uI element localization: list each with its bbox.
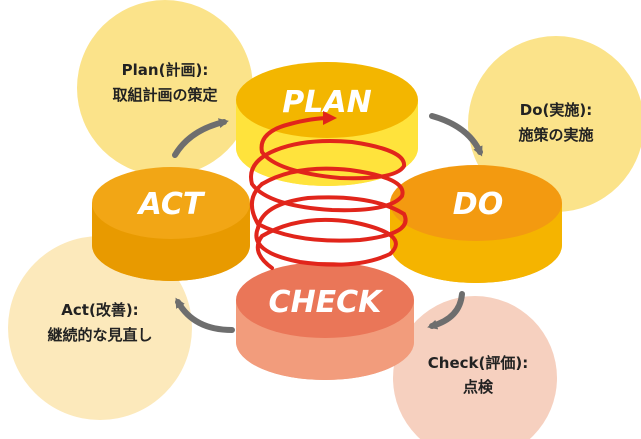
act-label: ACT	[137, 187, 206, 222]
do-disc: DO	[390, 165, 562, 283]
do-bubble-desc: 施策の実施	[518, 126, 593, 144]
do-label: DO	[453, 187, 503, 222]
check-bubble-title: Check(評価):	[428, 354, 528, 372]
act-bubble-title: Act(改善):	[61, 301, 138, 319]
cycle-arrows	[172, 113, 483, 333]
act-bubble-desc: 継続的な見直し	[47, 326, 152, 344]
plan-bubble-title: Plan(計画):	[122, 61, 209, 79]
arrow-check-to-act	[175, 297, 235, 333]
check-bubble-desc: 点検	[463, 378, 494, 396]
red-spiral	[249, 111, 408, 270]
check-bubble: Check(評価): 点検	[393, 296, 557, 439]
plan-bubble: Plan(計画): 取組計画の策定	[77, 0, 253, 176]
do-bubble-title: Do(実施):	[520, 101, 592, 119]
plan-label: PLAN	[282, 85, 371, 120]
check-label: CHECK	[269, 285, 385, 320]
plan-bubble-desc: 取組計画の策定	[112, 86, 217, 104]
arrow-do-to-check	[427, 291, 465, 330]
act-disc: ACT	[92, 167, 250, 281]
check-disc: CHECK	[236, 262, 414, 380]
act-bubble: Act(改善): 継続的な見直し	[8, 236, 192, 420]
do-bubble: Do(実施): 施策の実施	[468, 36, 641, 212]
arrow-plan-to-do	[429, 113, 483, 157]
arrow-act-to-plan	[172, 118, 229, 158]
